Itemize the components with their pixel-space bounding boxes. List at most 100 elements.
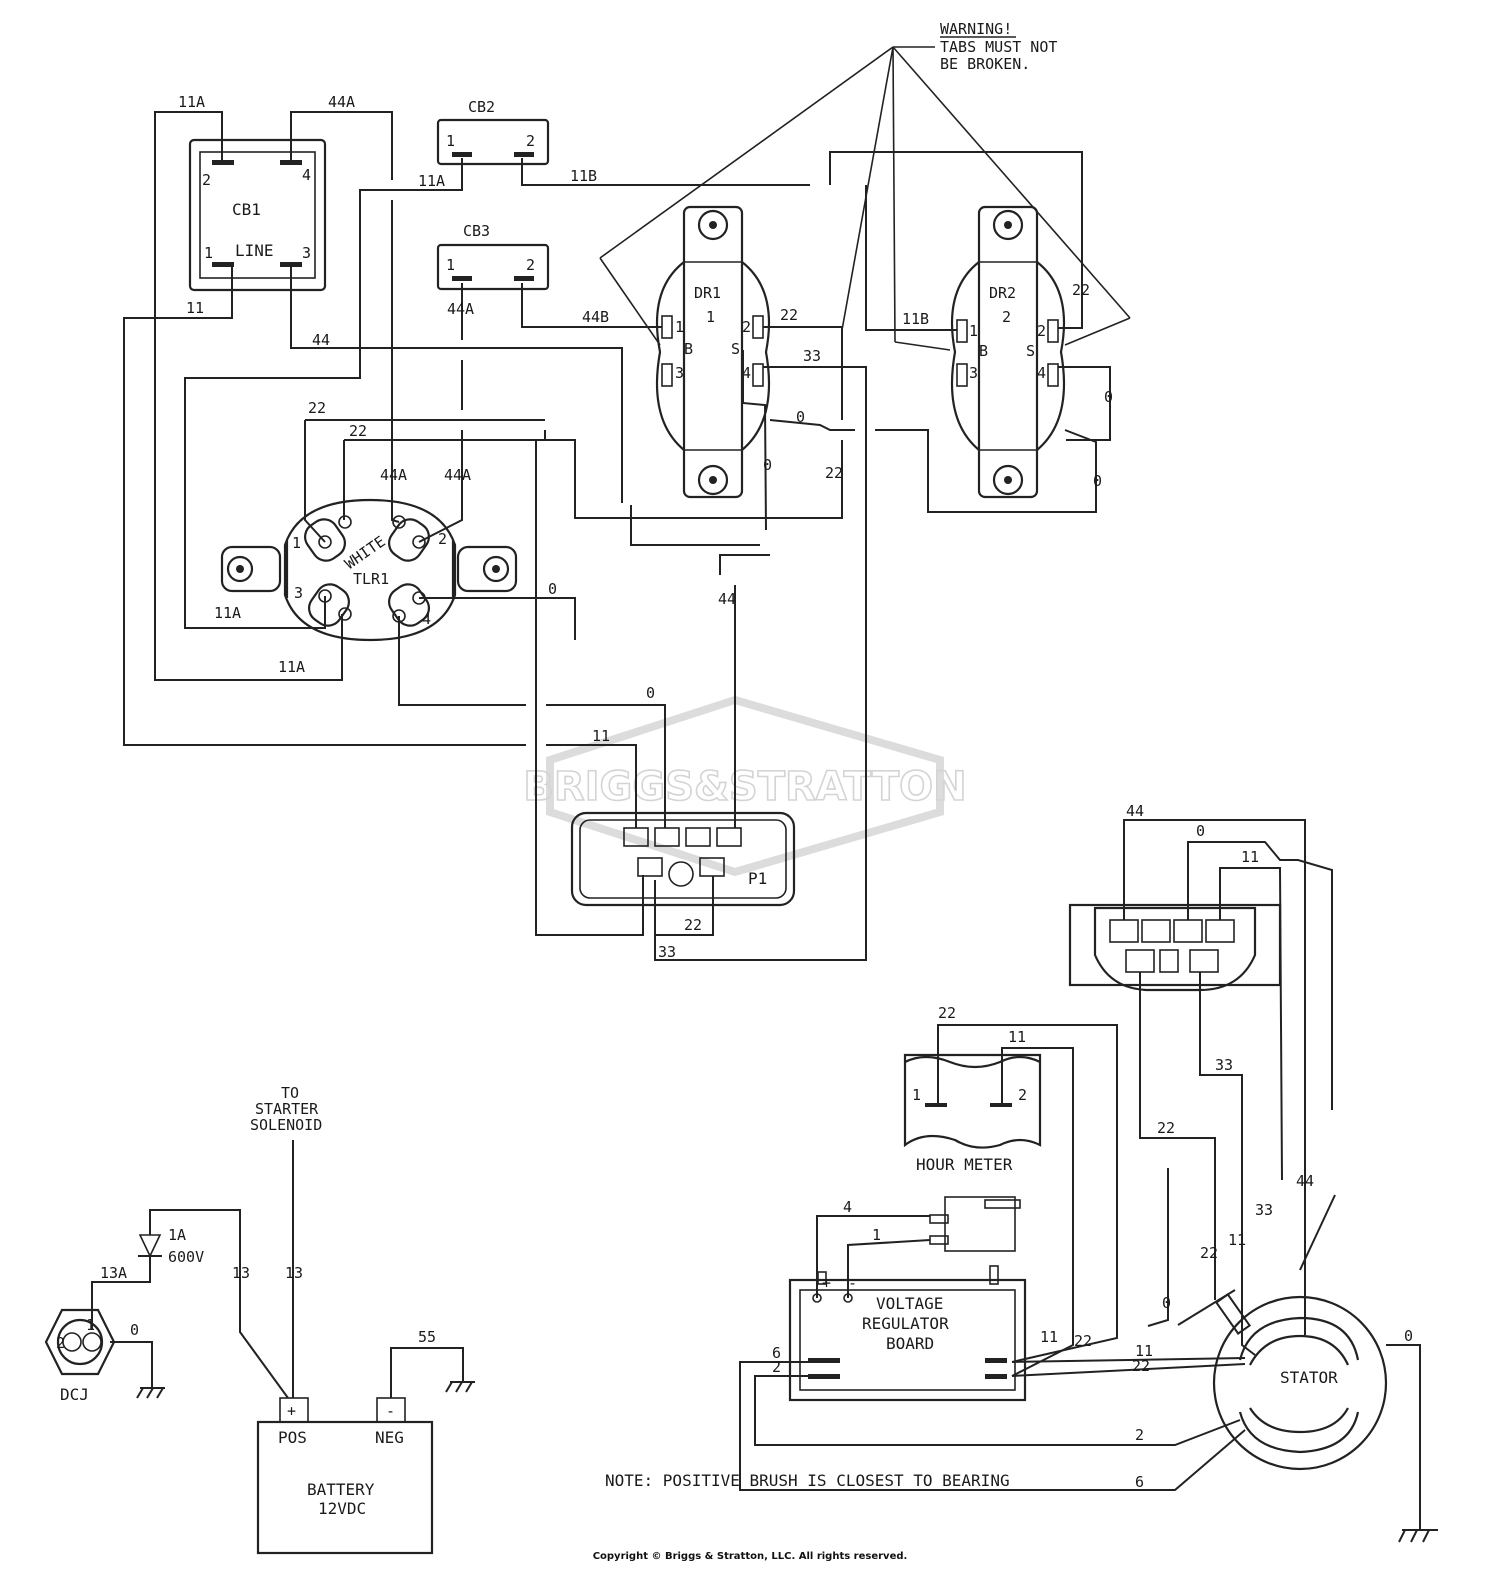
- cb1-pin-3: 3: [302, 244, 311, 262]
- cb3-pin-2: 2: [526, 256, 535, 274]
- dr1-pin-3: 3: [675, 364, 684, 382]
- wires-upper: [123, 111, 1111, 961]
- label-22-tlr-b: 22: [349, 422, 367, 440]
- label-33-right: 33: [1215, 1056, 1233, 1074]
- label-11a-cb2: 11A: [418, 172, 445, 190]
- battery-pos-label: POS: [278, 1428, 307, 1447]
- label-22-dr2: 22: [1072, 281, 1090, 299]
- label-13-b: 13: [285, 1264, 303, 1282]
- stator-label: STATOR: [1280, 1368, 1338, 1387]
- warning-line-2: TABS MUST NOT: [940, 38, 1057, 56]
- label-4-vr: 4: [843, 1198, 852, 1216]
- label-22-mid: 22: [825, 464, 843, 482]
- p1-label: P1: [748, 869, 767, 888]
- label-22-right: 22: [1157, 1119, 1175, 1137]
- starter-line-1: TO: [281, 1084, 299, 1102]
- label-0-tlr: 0: [548, 580, 557, 598]
- label-2-brush: 2: [1135, 1426, 1144, 1444]
- dr1-pin-1: 1: [675, 318, 684, 336]
- label-44-stator: 44: [1296, 1172, 1314, 1190]
- label-11a-tlr-bottom: 11A: [278, 658, 305, 676]
- battery-voltage: 12VDC: [318, 1499, 366, 1518]
- dr2-letter-s: S: [1026, 342, 1035, 360]
- cb3-circuit-breaker: CB3 1 2: [436, 222, 550, 291]
- label-0-dr2-bottom: 0: [1093, 472, 1102, 490]
- dr2-number: 2: [1002, 308, 1011, 326]
- vr-line-1: VOLTAGE: [876, 1294, 943, 1313]
- stator-connector-block: [1068, 903, 1282, 992]
- brand-watermark: BRIGGS&STRATTON: [523, 695, 967, 877]
- cb3-pin-1: 1: [446, 256, 455, 274]
- cb2-pin-1: 1: [446, 132, 455, 150]
- label-11b-dr2: 11B: [902, 310, 929, 328]
- label-11-hour-meter: 11: [1008, 1028, 1026, 1046]
- watermark-text: BRIGGS&STRATTON: [523, 764, 966, 810]
- cb2-circuit-breaker: CB2 1 2: [436, 98, 550, 166]
- vr-line-3: BOARD: [886, 1334, 934, 1353]
- label-13-a: 13: [232, 1264, 250, 1282]
- dr1-pin-2: 2: [742, 318, 751, 336]
- label-0-stator-right: 0: [1404, 1327, 1413, 1345]
- label-33-stator: 33: [1255, 1201, 1273, 1219]
- wires-lower-left: [91, 1140, 475, 1399]
- cb1-pin-1: 1: [204, 244, 213, 262]
- label-22-dr1: 22: [780, 306, 798, 324]
- tlr1-pin-3: 3: [294, 584, 303, 602]
- wire-labels: 11A 44A 11A 11B 11 44 44A 44B 22 33 11B …: [100, 93, 1413, 1491]
- label-0-stator-left: 0: [1162, 1294, 1171, 1312]
- label-22-stator: 22: [1200, 1244, 1218, 1262]
- dr1-receptacle: DR1 1 1 2 3 4 B S: [655, 205, 771, 499]
- label-55: 55: [418, 1328, 436, 1346]
- dr1-letter-b: B: [684, 340, 693, 358]
- dr2-receptacle: DR2 2 1 2 3 4 B S: [950, 205, 1066, 499]
- warning-note: WARNING! TABS MUST NOT BE BROKEN.: [599, 20, 1131, 351]
- dr2-pin-2: 2: [1037, 322, 1046, 340]
- label-44a-cb3: 44A: [447, 300, 474, 318]
- label-0-dr2-right: 0: [1104, 388, 1113, 406]
- label-6-brush: 6: [1135, 1473, 1144, 1491]
- cb1-pin-2: 2: [202, 171, 211, 189]
- label-44a-top: 44A: [328, 93, 355, 111]
- label-44a-tlr-a: 44A: [380, 466, 407, 484]
- label-0-dr1-b: 0: [763, 456, 772, 474]
- cb1-pin-4: 4: [302, 166, 311, 184]
- diode-rating-current: 1A: [168, 1226, 186, 1244]
- dr2-letter-b: B: [979, 342, 988, 360]
- label-0-conn: 0: [1196, 822, 1205, 840]
- label-2-vr: 2: [772, 1358, 781, 1376]
- label-1-vr: 1: [872, 1226, 881, 1244]
- dr2-pin-4: 4: [1037, 364, 1046, 382]
- dr1-label: DR1: [694, 284, 721, 302]
- starter-line-2: STARTER: [255, 1100, 319, 1118]
- label-22-vr: 22: [1074, 1332, 1092, 1350]
- battery-plus: +: [287, 1402, 296, 1420]
- tlr1-label: TLR1: [353, 570, 389, 588]
- dr1-number: 1: [706, 308, 715, 326]
- cb3-label: CB3: [463, 222, 490, 240]
- label-22-hour-meter: 22: [938, 1004, 956, 1022]
- hour-meter: 1 2 HOUR METER: [903, 1053, 1042, 1174]
- label-11a-top: 11A: [178, 93, 205, 111]
- label-44-conn: 44: [1126, 802, 1144, 820]
- label-13a: 13A: [100, 1264, 127, 1282]
- vr-minus-sign: -: [848, 1274, 857, 1292]
- label-22-brush: 22: [1132, 1357, 1150, 1375]
- dr2-pin-3: 3: [969, 364, 978, 382]
- label-0-dcj: 0: [130, 1321, 139, 1339]
- battery-minus: -: [386, 1402, 395, 1420]
- dcj-jack: 2 1 DCJ: [44, 1308, 116, 1404]
- warning-line-3: BE BROKEN.: [940, 55, 1030, 73]
- diode-rating-voltage: 600V: [168, 1248, 204, 1266]
- tlr1-pin-2: 2: [438, 530, 447, 548]
- tlr1-pin-1: 1: [292, 534, 301, 552]
- tlr1-pin-4: 4: [422, 610, 431, 628]
- p1-connector-panel: P1: [570, 811, 796, 907]
- vr-plus-sign: +: [822, 1274, 831, 1292]
- battery: + - POS NEG BATTERY 12VDC: [256, 1397, 434, 1555]
- voltage-regulator-board: + - VOLTAGE REGULATOR BOARD: [788, 1196, 1027, 1402]
- label-22-tlr-a: 22: [308, 399, 326, 417]
- tlr1-color-label: WHITE: [341, 532, 388, 573]
- label-11-conn: 11: [1241, 848, 1259, 866]
